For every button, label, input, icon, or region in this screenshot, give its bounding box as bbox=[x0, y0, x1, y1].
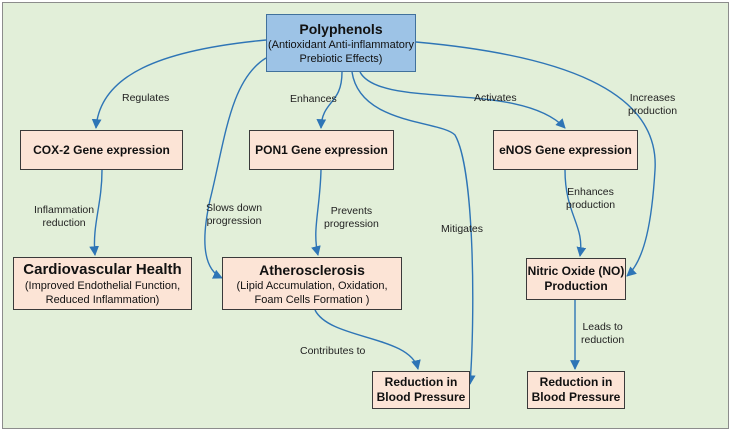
label-contributes-to: Contributes to bbox=[300, 345, 365, 358]
label-prevents-line2: progression bbox=[324, 218, 379, 230]
label-increases-line2: production bbox=[628, 105, 678, 117]
label-enhances-production: Enhances production bbox=[566, 186, 615, 212]
label-increases-line1: Increases bbox=[629, 92, 676, 104]
arrow-athero-to-bp1 bbox=[314, 309, 421, 370]
label-slows-line1: Slows down bbox=[206, 202, 263, 214]
label-slows-down: Slows down progression bbox=[206, 202, 262, 228]
node-nitric-title1: Nitric Oxide (NO) bbox=[527, 264, 625, 278]
arrow-cox2-to-cardio bbox=[89, 169, 103, 256]
arrow-poly-to-cox2 bbox=[91, 39, 267, 129]
label-inflammation-line2: reduction bbox=[42, 217, 86, 229]
label-inflammation-reduction: Inflammation reduction bbox=[34, 204, 94, 230]
node-polyphenols-title: Polyphenols bbox=[299, 21, 383, 37]
node-enos: eNOS Gene expression bbox=[493, 130, 638, 170]
label-enhances-prod-line2: production bbox=[566, 199, 616, 211]
node-nitric-title2: Production bbox=[544, 279, 608, 293]
node-bp1-title2: Blood Pressure bbox=[376, 390, 466, 404]
node-cardio-line1: (Improved Endothelial Function, bbox=[24, 280, 181, 292]
label-contributes-text: Contributes to bbox=[300, 345, 366, 357]
node-pon1-title: PON1 Gene expression bbox=[255, 142, 388, 157]
node-athero-line1: (Lipid Accumulation, Oxidation, bbox=[236, 279, 388, 292]
node-enos-title: eNOS Gene expression bbox=[499, 142, 632, 157]
label-regulates: Regulates bbox=[122, 92, 169, 105]
node-nitric-oxide: Nitric Oxide (NO) Production bbox=[526, 258, 626, 300]
node-polyphenols-line2: Prebiotic Effects) bbox=[299, 53, 383, 65]
node-cox2-title: COX-2 Gene expression bbox=[33, 142, 170, 157]
node-atherosclerosis: Atherosclerosis (Lipid Accumulation, Oxi… bbox=[222, 257, 402, 310]
label-mitigates: Mitigates bbox=[441, 223, 483, 236]
node-reduction-bp-2: Reduction in Blood Pressure bbox=[527, 371, 625, 409]
node-polyphenols-line1: (Antioxidant Anti-inflammatory bbox=[267, 39, 415, 51]
node-pon1: PON1 Gene expression bbox=[249, 130, 394, 170]
node-bp2-title1: Reduction in bbox=[539, 375, 613, 389]
label-regulates-text: Regulates bbox=[122, 92, 170, 104]
label-activates: Activates bbox=[474, 92, 517, 105]
arrow-pon1-to-athero bbox=[311, 169, 322, 256]
label-enhances-prod-line1: Enhances bbox=[567, 186, 614, 198]
node-bp1-title1: Reduction in bbox=[384, 375, 458, 389]
label-enhances-text: Enhances bbox=[290, 93, 337, 105]
arrow-enos-to-nitric bbox=[564, 169, 587, 257]
label-slows-line2: progression bbox=[206, 215, 262, 227]
node-cox2: COX-2 Gene expression bbox=[20, 130, 183, 170]
label-leads-to-reduction: Leads to reduction bbox=[581, 321, 624, 347]
label-inflammation-line1: Inflammation bbox=[34, 204, 95, 216]
node-cardio-line2: Reduced Inflammation) bbox=[45, 294, 160, 306]
node-cardio-title: Cardiovascular Health bbox=[23, 261, 182, 278]
arrow-poly-to-pon1 bbox=[316, 71, 343, 129]
label-prevents-line1: Prevents bbox=[330, 205, 373, 217]
label-leads-line2: reduction bbox=[581, 334, 625, 346]
arrow-poly-to-nitric bbox=[415, 41, 656, 277]
node-athero-title: Atherosclerosis bbox=[259, 261, 365, 278]
label-enhances: Enhances bbox=[290, 93, 337, 106]
label-mitigates-text: Mitigates bbox=[441, 223, 484, 235]
node-polyphenols: Polyphenols (Antioxidant Anti-inflammato… bbox=[266, 14, 416, 72]
node-cardiovascular-health: Cardiovascular Health (Improved Endothel… bbox=[13, 257, 192, 310]
diagram-frame bbox=[2, 2, 729, 429]
label-leads-line1: Leads to bbox=[582, 321, 623, 333]
node-athero-line2: Foam Cells Formation ) bbox=[254, 293, 370, 306]
label-increases-production: Increases production bbox=[628, 92, 677, 118]
label-prevents: Prevents progression bbox=[324, 205, 379, 231]
arrow-poly-to-enos bbox=[359, 71, 566, 129]
label-activates-text: Activates bbox=[474, 92, 517, 104]
node-reduction-bp-1: Reduction in Blood Pressure bbox=[372, 371, 470, 409]
arrow-poly-to-bp1 bbox=[351, 71, 476, 385]
node-bp2-title2: Blood Pressure bbox=[531, 390, 621, 404]
arrow-poly-to-athero bbox=[204, 57, 267, 279]
